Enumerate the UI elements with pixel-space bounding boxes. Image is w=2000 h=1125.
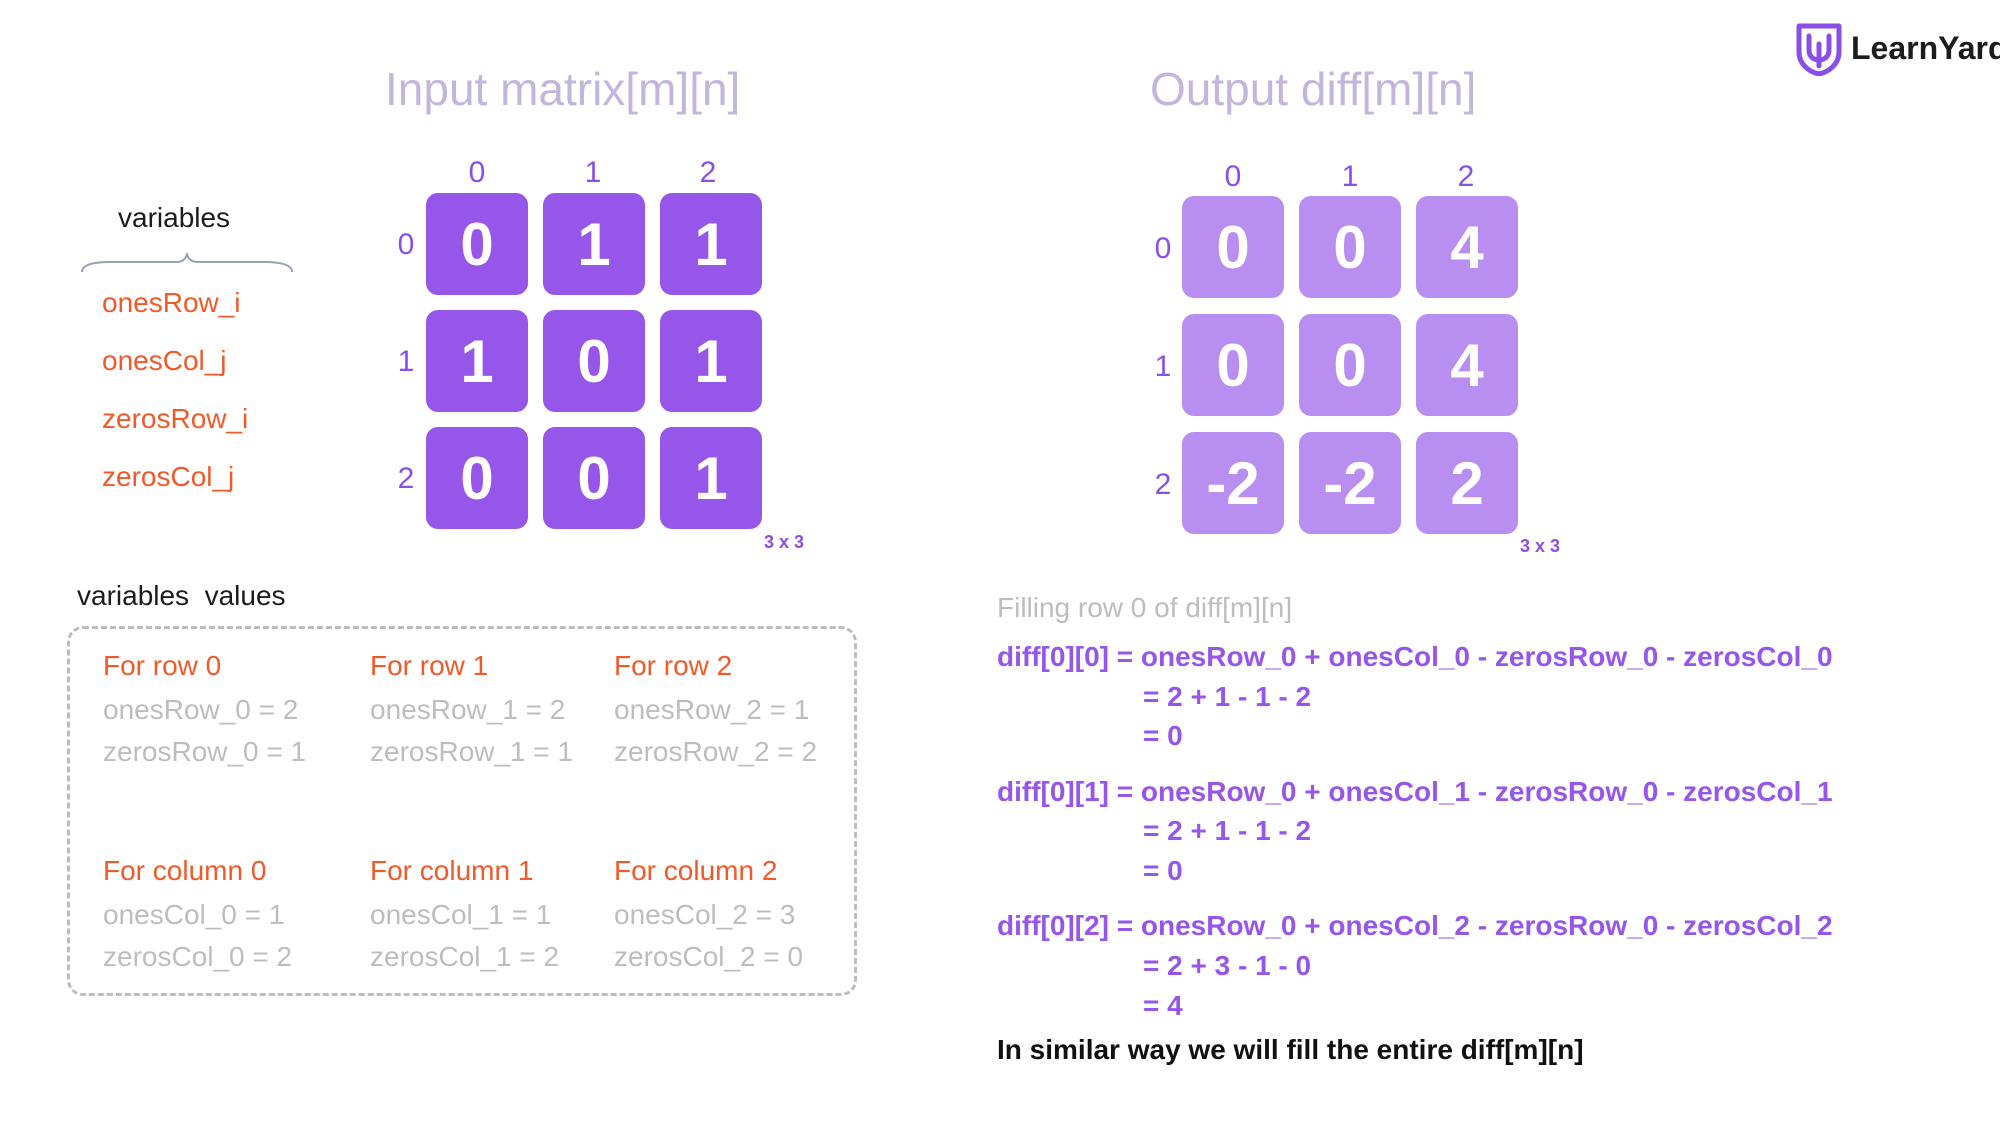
variables-values-box	[67, 626, 857, 996]
row-value-line: zerosRow_1 = 1	[370, 736, 574, 767]
explanation-footer: In similar way we will fill the entire d…	[997, 1034, 1584, 1065]
variables-label: variables	[118, 202, 231, 233]
column-value-line: onesCol_1 = 1	[370, 899, 552, 930]
column-index: 2	[1457, 160, 1475, 193]
matrix-cell: 1	[660, 427, 762, 529]
matrix-cell: 2	[1416, 432, 1518, 534]
explanation-heading: Filling row 0 of diff[m][n]	[997, 592, 1293, 623]
row-index: 2	[1154, 468, 1172, 501]
row-group-title: For row 1	[370, 650, 489, 681]
matrix-cell: 0	[543, 310, 645, 412]
logo: LearnYard	[1795, 22, 2000, 78]
equation-line: diff[0][0] = onesRow_0 + onesCol_0 - zer…	[997, 641, 1833, 672]
row-value-line: zerosRow_0 = 1	[103, 736, 307, 767]
row-index: 0	[1154, 232, 1172, 265]
row-index: 1	[1154, 350, 1172, 383]
row-value-line: onesRow_2 = 1	[614, 694, 810, 725]
column-group-title: For column 1	[370, 855, 534, 886]
row-group-title: For row 2	[614, 650, 733, 681]
row-value-line: zerosRow_2 = 2	[614, 736, 818, 767]
matrix-dimension: 3 x 3	[764, 532, 805, 552]
row-index: 2	[397, 462, 415, 495]
row-value-line: onesRow_0 = 2	[103, 694, 299, 725]
matrix-cell: 4	[1416, 196, 1518, 298]
column-index: 0	[1224, 160, 1242, 193]
row-index: 0	[397, 228, 415, 261]
column-group-title: For column 0	[103, 855, 267, 886]
column-group-title: For column 2	[614, 855, 778, 886]
matrix-cell: 0	[426, 193, 528, 295]
equation-step: = 2 + 1 - 1 - 2	[1143, 815, 1312, 846]
matrix-cell: 1	[426, 310, 528, 412]
matrix-cell: 0	[1299, 314, 1401, 416]
matrix-cell: 1	[660, 310, 762, 412]
matrix-cell: -2	[1182, 432, 1284, 534]
matrix-cell: 0	[543, 427, 645, 529]
logo-text: LearnYard	[1851, 30, 2000, 66]
equation-result: = 4	[1143, 990, 1183, 1021]
column-value-line: zerosCol_1 = 2	[370, 941, 560, 972]
row-value-line: onesRow_1 = 2	[370, 694, 566, 725]
row-group-title: For row 0	[103, 650, 222, 681]
variable-name: onesRow_i	[102, 287, 241, 318]
matrix-cell: 0	[1182, 196, 1284, 298]
input-matrix-title: Input matrix[m][n]	[385, 63, 741, 115]
matrix-cell: 0	[1182, 314, 1284, 416]
column-index: 2	[699, 156, 717, 189]
variable-name: zerosCol_j	[102, 461, 235, 492]
matrix-cell: 0	[1299, 196, 1401, 298]
equation-step: = 2 + 3 - 1 - 0	[1143, 950, 1312, 981]
matrix-cell: 0	[426, 427, 528, 529]
variable-name: zerosRow_i	[102, 403, 249, 434]
equation-line: diff[0][2] = onesRow_0 + onesCol_2 - zer…	[997, 910, 1833, 941]
matrix-cell: 1	[660, 193, 762, 295]
matrix-cell: 4	[1416, 314, 1518, 416]
matrix-dimension: 3 x 3	[1520, 536, 1561, 556]
matrix-cell: 1	[543, 193, 645, 295]
equation-result: = 0	[1143, 720, 1183, 751]
variable-name: onesCol_j	[102, 345, 227, 376]
column-index: 1	[1341, 160, 1359, 193]
column-value-line: zerosCol_0 = 2	[103, 941, 293, 972]
equation-line: diff[0][1] = onesRow_0 + onesCol_1 - zer…	[997, 776, 1833, 807]
equation-result: = 0	[1143, 855, 1183, 886]
column-value-line: onesCol_0 = 1	[103, 899, 285, 930]
column-value-line: zerosCol_2 = 0	[614, 941, 804, 972]
row-index: 1	[397, 345, 415, 378]
column-index: 1	[584, 156, 602, 189]
variables-values-label: variables values	[77, 580, 286, 611]
output-diff-title: Output diff[m][n]	[1150, 63, 1477, 115]
column-index: 0	[468, 156, 486, 189]
column-value-line: onesCol_2 = 3	[614, 899, 796, 930]
learnyard-logo-icon	[1796, 23, 1842, 76]
brace-icon	[81, 252, 293, 273]
matrix-cell: -2	[1299, 432, 1401, 534]
equation-step: = 2 + 1 - 1 - 2	[1143, 681, 1312, 712]
